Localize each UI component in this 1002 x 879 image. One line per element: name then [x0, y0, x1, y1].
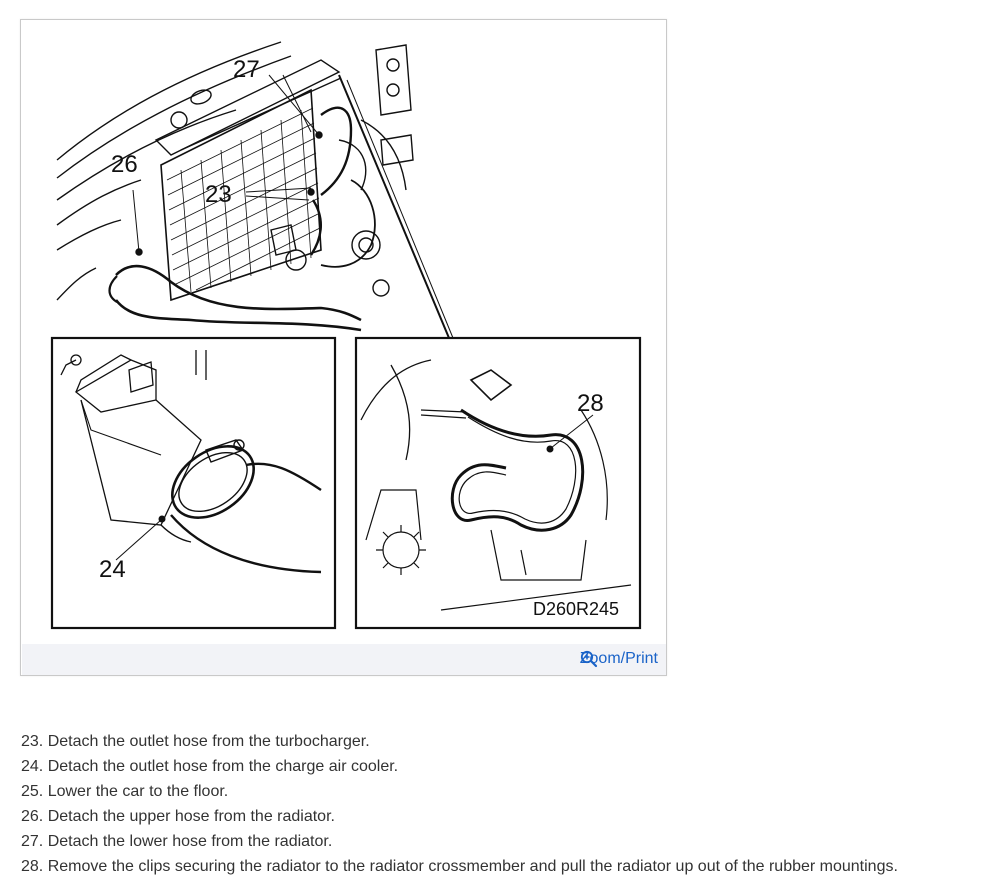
step-24: 24. Detach the outlet hose from the char… [21, 758, 399, 775]
engine-bay-main-view [56, 41, 454, 339]
callout-24: 24 [99, 556, 126, 583]
step-26: 26. Detach the upper hose from the radia… [21, 808, 335, 825]
zoom-in-icon [580, 650, 597, 668]
callout-26: 26 [111, 151, 138, 178]
zoom-print-label[interactable]: Zoom/Print [579, 650, 658, 667]
step-25: 25. Lower the car to the floor. [21, 783, 229, 800]
zoom-print-link[interactable]: Zoom/Print [580, 650, 658, 668]
step-23: 23. Detach the outlet hose from the turb… [21, 733, 370, 750]
step-27: 27. Detach the lower hose from the radia… [21, 833, 333, 850]
diagram-figure: 27 26 23 24 28 D260R245 Zoom/Print [20, 19, 667, 676]
detail-box-outlet-hose [50, 336, 337, 630]
callout-27: 27 [233, 56, 260, 83]
callout-23: 23 [205, 181, 232, 208]
engine-bay-illustration: 27 26 23 24 28 D260R245 [50, 41, 642, 630]
figure-footer: Zoom/Print [22, 644, 666, 675]
step-28: 28. Remove the clips securing the radiat… [21, 858, 898, 875]
callout-28: 28 [577, 390, 604, 417]
figure-code: D260R245 [533, 599, 619, 619]
detail-box-radiator-clip [354, 336, 642, 630]
procedure-steps: 23. Detach the outlet hose from the turb… [21, 729, 898, 879]
